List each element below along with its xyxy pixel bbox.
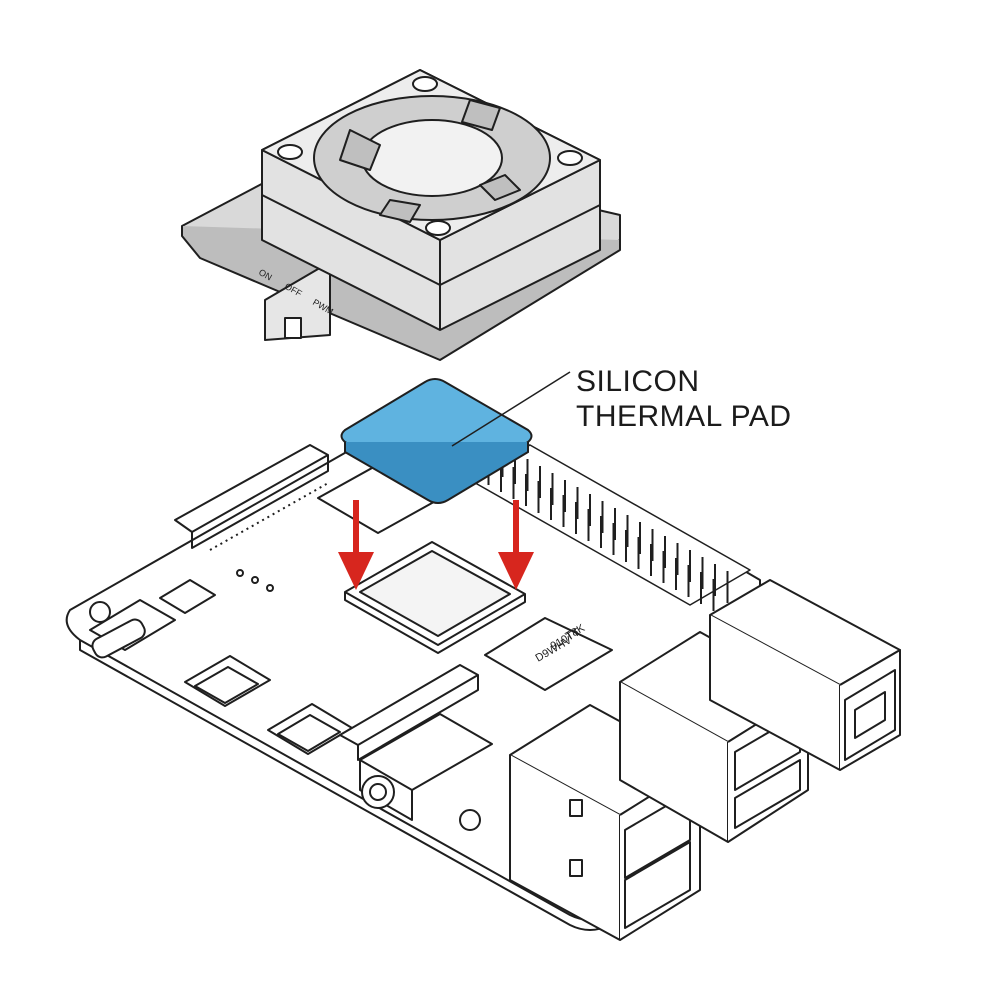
arrow-left-head — [338, 552, 374, 590]
display-connector — [174, 444, 331, 551]
status-leds — [236, 569, 274, 592]
ethernet-port — [709, 579, 901, 771]
callout-leader-line — [451, 371, 571, 447]
callout-line-1: SILICON — [576, 365, 700, 398]
pmic-chip — [159, 579, 216, 614]
arrow-right-head — [498, 552, 534, 590]
audio-jack — [359, 713, 493, 821]
micro-hdmi-port-1 — [184, 655, 271, 707]
ram-chip: T8K 910TT D9WHV — [484, 617, 613, 691]
camera-connector — [339, 664, 479, 761]
callout-line-2: THERMAL PAD — [576, 400, 792, 433]
silicon-thermal-pad — [340, 378, 533, 504]
fan-hat: ON OFF PWM — [181, 69, 621, 361]
soc-chip — [344, 541, 526, 654]
thermal-pad-callout: SILICON THERMAL PAD — [576, 364, 792, 434]
raspberry-pi-board: T8K 910TT D9WHV — [65, 438, 901, 941]
fan-switch: ON OFF PWM — [257, 261, 335, 341]
placement-arrows — [338, 500, 534, 590]
usb-c-port — [89, 599, 176, 659]
fan-rotor — [313, 95, 551, 223]
fan-screw-holes — [277, 76, 583, 236]
